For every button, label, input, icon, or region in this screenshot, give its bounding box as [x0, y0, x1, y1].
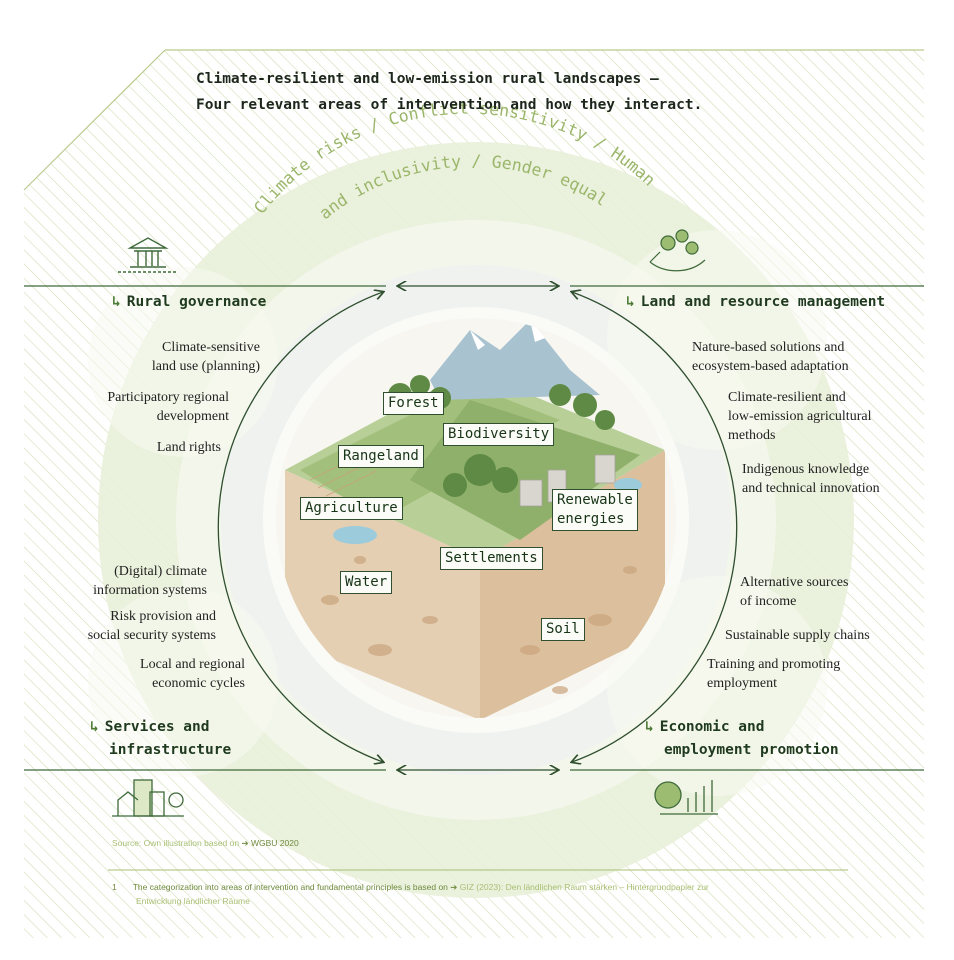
- services-label-line1: Services and: [104, 719, 210, 735]
- area-circles: [88, 230, 827, 796]
- land-resource-label: Land and resource management: [640, 294, 886, 310]
- footnote-number: 1: [112, 882, 117, 892]
- item-text: Nature-based solutions and: [692, 340, 845, 355]
- landscape-label-water: Water: [340, 571, 393, 594]
- economic-growth-icon: [654, 780, 718, 815]
- source-note: Source: Own illustration based on ➔ WGBU…: [112, 838, 299, 849]
- source-ref-link[interactable]: WGBU 2020: [250, 838, 299, 848]
- item-text: low-emission agricultural: [728, 409, 872, 424]
- land-resource-items: Nature-based solutions and ecosystem-bas…: [692, 338, 849, 376]
- item-text: Climate-resilient and: [728, 390, 846, 405]
- landscape-label-soil: Soil: [541, 618, 585, 641]
- item-text: of income: [740, 594, 797, 609]
- hand-with-plants-icon: [649, 229, 706, 272]
- item-text: Indigenous knowledge: [742, 462, 870, 477]
- item-text: information systems: [93, 583, 207, 598]
- item-text: economic cycles: [152, 676, 245, 691]
- economic-items-3: Training and promoting employment: [707, 655, 840, 693]
- item-text: Training and promoting: [707, 657, 841, 672]
- services-label-line2: infrastructure: [109, 742, 232, 758]
- landscape-label-renewable-energies: Renewable energies: [552, 489, 638, 531]
- item-text: Participatory regional: [107, 390, 229, 405]
- services-items: (Digital) climate information systems: [40, 562, 207, 600]
- economic-heading: ↳ Economic and employment promotion: [645, 716, 839, 762]
- footnote-text: The categorization into areas of interve…: [132, 882, 448, 892]
- bullet-arrow-icon: ↳: [112, 294, 121, 310]
- footnote-ref-link-2[interactable]: Entwicklung ländlicher Räume: [136, 896, 250, 906]
- source-prefix: Source: Own illustration based on: [112, 838, 240, 848]
- landscape-label-settlements: Settlements: [440, 547, 543, 570]
- item-text: land use (planning): [151, 359, 260, 374]
- renewable-line1: Renewable: [557, 492, 633, 508]
- item-text: development: [156, 409, 229, 424]
- item-text: Sustainable supply chains: [725, 628, 870, 643]
- services-items-3: Local and regional economic cycles: [80, 655, 245, 693]
- rural-governance-items-3: Land rights: [100, 438, 221, 457]
- bullet-arrow-icon: ↳: [90, 719, 99, 735]
- landscape-label-biodiversity: Biodiversity: [443, 423, 555, 446]
- rural-governance-items-2: Participatory regional development: [40, 388, 229, 426]
- rural-governance-heading: ↳ Rural governance: [112, 291, 266, 314]
- landscape-label-rangeland: Rangeland: [338, 445, 424, 468]
- title-line1: Climate-resilient and low-emission rural…: [196, 71, 659, 87]
- land-resource-items-3: Indigenous knowledge and technical innov…: [742, 460, 880, 498]
- economic-items: Alternative sources of income: [740, 573, 848, 611]
- footnote-arrow-icon: ➔: [450, 882, 458, 892]
- footnote-ref-link[interactable]: GIZ (2023): Den ländlichen Raum stärken …: [459, 882, 709, 892]
- item-text: Local and regional: [140, 657, 245, 672]
- item-text: social security systems: [87, 628, 216, 643]
- economic-label-line1: Economic and: [659, 719, 765, 735]
- renewable-line2: energies: [557, 511, 625, 527]
- landscape-label-forest: Forest: [383, 392, 444, 415]
- economic-label-line2: employment promotion: [664, 742, 839, 758]
- footnote: 1 The categorization into areas of interv…: [112, 880, 872, 908]
- government-building-icon: [118, 237, 176, 273]
- source-arrow-icon: ➔: [241, 838, 249, 848]
- bullet-arrow-icon: ↳: [645, 719, 654, 735]
- item-text: Climate-sensitive: [162, 340, 260, 355]
- land-resource-heading: ↳ Land and resource management: [626, 291, 885, 314]
- economic-items-2: Sustainable supply chains: [725, 626, 870, 645]
- bullet-arrow-icon: ↳: [626, 294, 635, 310]
- page-title: Climate-resilient and low-emission rural…: [196, 66, 702, 118]
- item-text: ecosystem-based adaptation: [692, 359, 849, 374]
- title-line2: Four relevant areas of intervention and …: [196, 97, 703, 113]
- item-text: and technical innovation: [742, 481, 880, 496]
- rural-governance-items: Climate-sensitive land use (planning): [70, 338, 260, 376]
- item-text: Land rights: [156, 440, 221, 455]
- item-text: methods: [728, 428, 776, 443]
- city-infrastructure-icon: [112, 779, 184, 817]
- landscape-label-agriculture: Agriculture: [300, 497, 403, 520]
- rural-governance-label: Rural governance: [126, 294, 267, 310]
- interaction-arrows: [217, 286, 738, 770]
- services-heading: ↳ Services and infrastructure: [90, 716, 231, 762]
- item-text: Risk provision and: [110, 609, 216, 624]
- item-text: employment: [707, 676, 777, 691]
- land-resource-items-2: Climate-resilient and low-emission agric…: [728, 388, 871, 445]
- item-text: (Digital) climate: [114, 564, 207, 579]
- services-items-2: Risk provision and social security syste…: [40, 607, 216, 645]
- item-text: Alternative sources: [740, 575, 849, 590]
